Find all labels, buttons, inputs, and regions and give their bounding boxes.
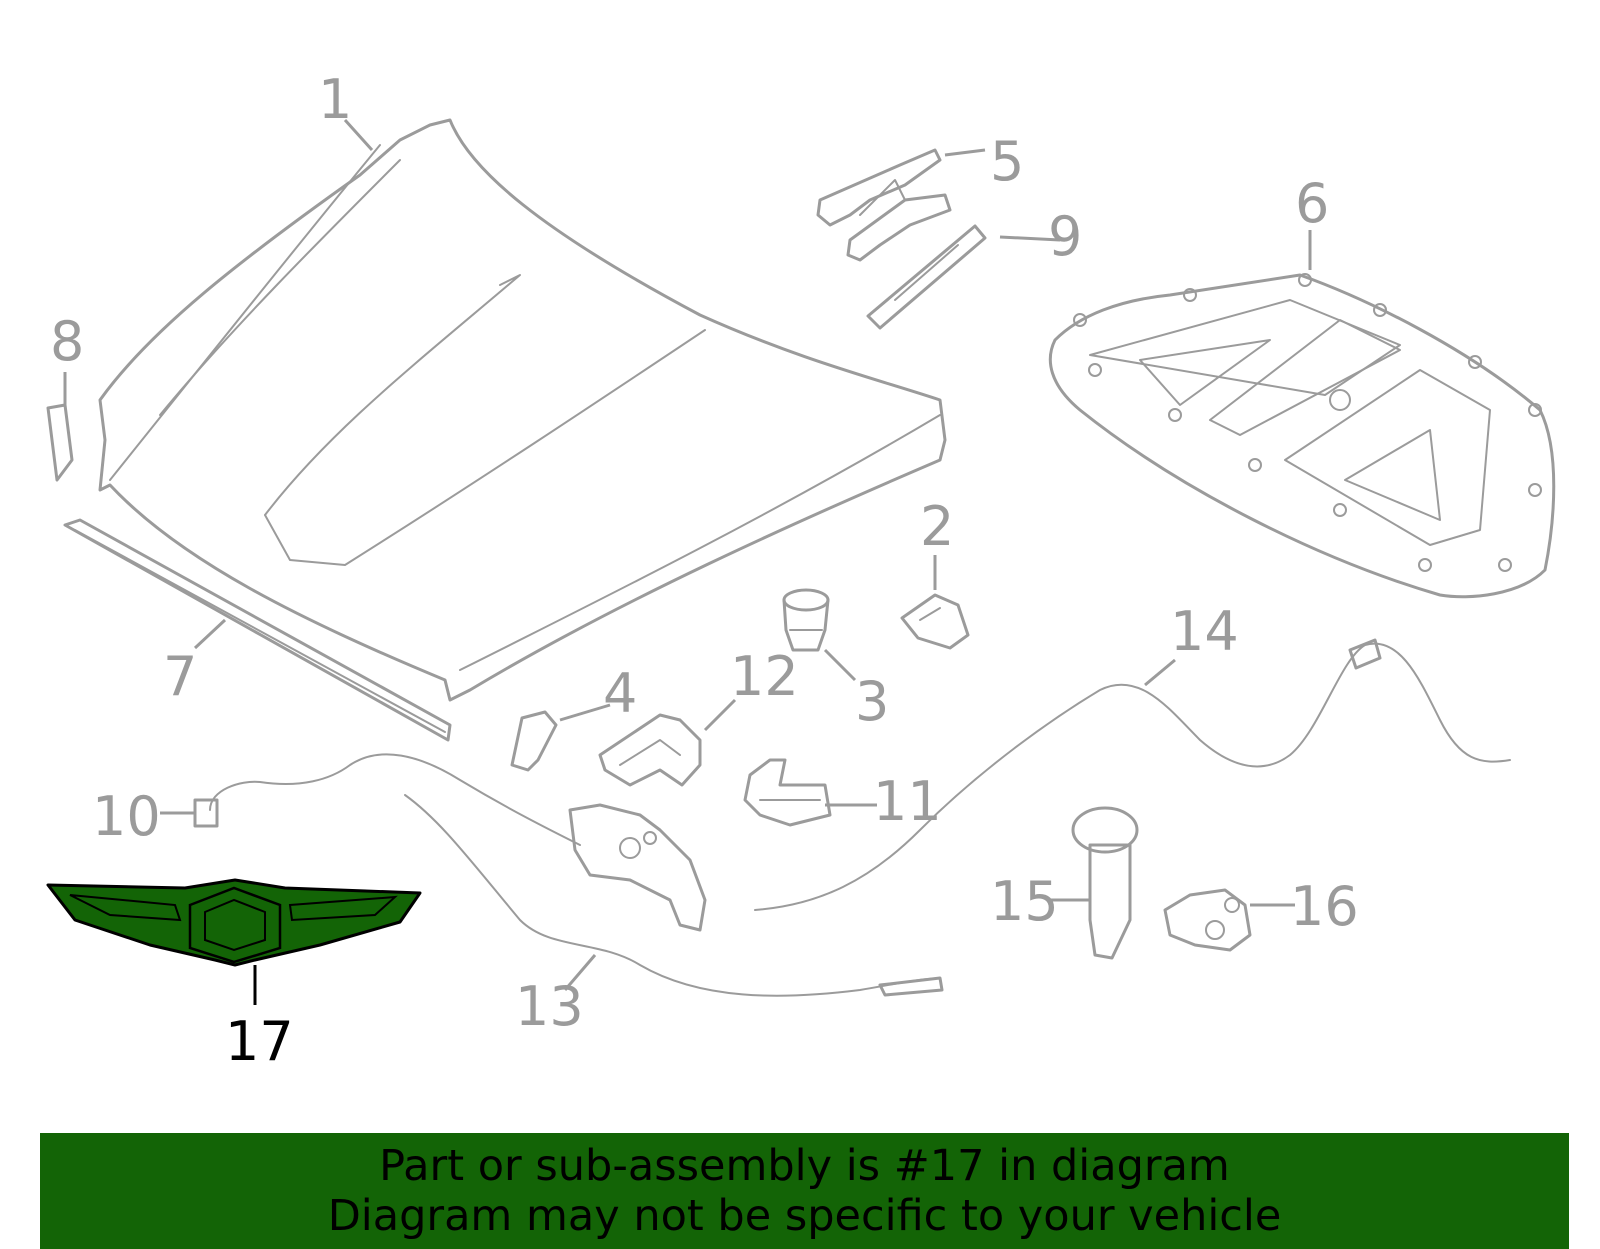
- part-7-weatherstrip[interactable]: [63, 518, 452, 742]
- callout-5: 5: [990, 130, 1024, 193]
- part-9-support-strut[interactable]: [866, 224, 987, 330]
- callout-10: 10: [92, 785, 161, 848]
- part-16-actuator[interactable]: [1163, 888, 1252, 952]
- part-11-bracket[interactable]: [743, 758, 832, 827]
- part-5-hinge[interactable]: [816, 148, 952, 262]
- banner-line-1: Part or sub-assembly is #17 in diagram: [379, 1141, 1230, 1191]
- callout-4: 4: [603, 662, 637, 725]
- banner-line-2: Diagram may not be specific to your vehi…: [327, 1191, 1282, 1241]
- callout-14: 14: [1170, 600, 1239, 663]
- part-15-handle[interactable]: [1071, 806, 1139, 960]
- part-latch[interactable]: [568, 803, 707, 932]
- part-2-clip[interactable]: [900, 593, 970, 650]
- callout-12: 12: [730, 645, 799, 708]
- callout-16: 16: [1290, 875, 1359, 938]
- part-3-bumper[interactable]: [782, 588, 830, 652]
- part-17-emblem[interactable]: [46, 878, 422, 967]
- callout-9: 9: [1048, 205, 1082, 268]
- part-6-insulator[interactable]: [1048, 273, 1556, 599]
- callout-11: 11: [873, 770, 942, 833]
- callout-1: 1: [318, 68, 352, 131]
- part-4-bracket[interactable]: [510, 710, 558, 772]
- callout-3: 3: [855, 670, 889, 733]
- callout-2: 2: [920, 495, 954, 558]
- part-1-hood[interactable]: [98, 118, 947, 702]
- callout-17: 17: [225, 1010, 294, 1073]
- callout-15: 15: [990, 870, 1059, 933]
- part-14-cable[interactable]: [754, 638, 1511, 911]
- info-banner: Part or sub-assembly is #17 in diagram D…: [40, 1133, 1569, 1249]
- callout-6: 6: [1295, 172, 1329, 235]
- part-12-bracket[interactable]: [598, 713, 702, 787]
- callout-7: 7: [163, 645, 197, 708]
- part-8-seal[interactable]: [46, 403, 74, 482]
- callout-13: 13: [515, 975, 584, 1038]
- callout-8: 8: [50, 310, 84, 373]
- part-13-release-cable[interactable]: [404, 794, 944, 997]
